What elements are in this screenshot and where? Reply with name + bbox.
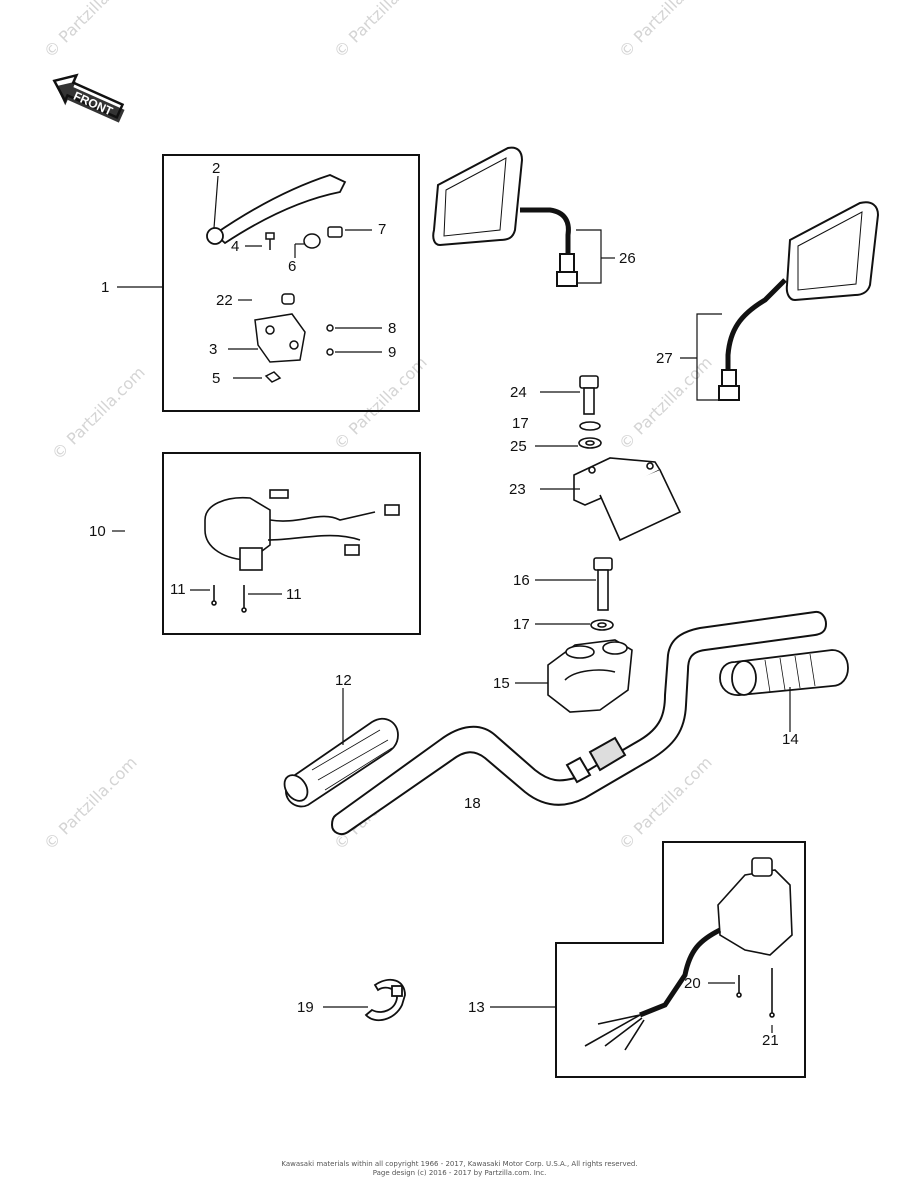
callout-12: 12 bbox=[335, 672, 352, 689]
copyright-line-2: Page design (c) 2016 - 2017 by Partzilla… bbox=[372, 1169, 547, 1177]
assembly-13-frame bbox=[555, 841, 806, 1078]
lever-small-parts bbox=[254, 226, 343, 383]
callout-11-left: 11 bbox=[170, 581, 186, 598]
handlebar-clamp bbox=[547, 639, 633, 713]
callout-24: 24 bbox=[510, 384, 527, 401]
callout-20: 20 bbox=[684, 975, 701, 992]
callout-10: 10 bbox=[89, 523, 106, 540]
callout-19: 19 bbox=[297, 999, 314, 1016]
assembly-1-frame bbox=[162, 154, 420, 412]
callout-16: 16 bbox=[513, 572, 530, 589]
right-switch-housing bbox=[584, 857, 793, 1051]
bracket-hardware bbox=[573, 375, 682, 542]
front-arrow-icon: FRONT bbox=[52, 73, 125, 123]
callout-3: 3 bbox=[209, 341, 218, 358]
callout-1: 1 bbox=[101, 279, 110, 296]
leader-lines bbox=[112, 175, 791, 1033]
handlebar bbox=[330, 610, 828, 835]
callout-27: 27 bbox=[656, 350, 673, 367]
callout-18: 18 bbox=[464, 795, 481, 812]
right-grip bbox=[719, 649, 849, 696]
callout-14: 14 bbox=[782, 731, 799, 748]
callout-26: 26 bbox=[619, 250, 636, 267]
left-grip bbox=[283, 717, 399, 808]
callout-23: 23 bbox=[509, 481, 526, 498]
callout-5: 5 bbox=[212, 370, 221, 387]
callout-17-lower: 17 bbox=[513, 616, 530, 633]
callout-11-right: 11 bbox=[286, 586, 302, 603]
copyright-line-1: Kawasaki materials within all copyright … bbox=[281, 1160, 638, 1168]
handlebar-bolt bbox=[590, 557, 614, 631]
callout-4: 4 bbox=[231, 238, 240, 255]
right-mirror bbox=[718, 201, 880, 401]
left-switch-housing bbox=[204, 489, 400, 613]
callout-2: 2 bbox=[212, 160, 221, 177]
callout-8: 8 bbox=[388, 320, 397, 337]
callout-15: 15 bbox=[493, 675, 510, 692]
callout-25: 25 bbox=[510, 438, 527, 455]
clutch-lever bbox=[206, 174, 347, 245]
callout-21: 21 bbox=[762, 1032, 779, 1049]
cable-clip bbox=[364, 978, 406, 1022]
assembly-10-frame bbox=[162, 452, 421, 635]
callout-9: 9 bbox=[388, 344, 397, 361]
callout-6: 6 bbox=[288, 258, 297, 275]
callout-13: 13 bbox=[468, 999, 485, 1016]
callout-17-upper: 17 bbox=[512, 415, 529, 432]
callout-22: 22 bbox=[216, 292, 233, 309]
callout-7: 7 bbox=[378, 221, 387, 238]
left-mirror bbox=[432, 146, 578, 287]
